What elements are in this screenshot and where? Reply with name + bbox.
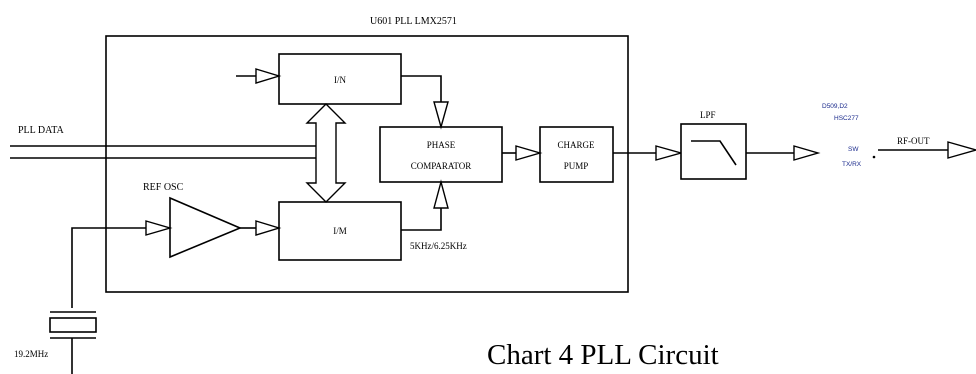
crystal-to-osc-arrow xyxy=(145,220,173,236)
m-to-comparator-arrow xyxy=(433,179,449,209)
rf-out-label: RF-OUT xyxy=(897,136,930,146)
divider-n-label: I/N xyxy=(334,75,346,85)
switch-contact-dot xyxy=(872,155,876,159)
lpf-to-switch-arrow xyxy=(793,145,821,161)
lpf-response-icon xyxy=(691,140,737,166)
pll-data-label: PLL DATA xyxy=(18,125,65,136)
n-to-comparator-line xyxy=(401,75,442,102)
lpf-label: LPF xyxy=(700,110,716,120)
chart-caption: Chart 4 PLL Circuit xyxy=(487,339,719,371)
switch-part-label-1: D509,D2 xyxy=(822,103,848,110)
lpf-block xyxy=(680,123,747,180)
pump-to-lpf-arrow xyxy=(655,145,684,161)
switch-part-label-2: HSC277 xyxy=(834,115,859,122)
m-to-comparator-line xyxy=(401,208,442,231)
charge-pump-label-2: PUMP xyxy=(564,161,589,171)
divider-m-block xyxy=(278,201,402,261)
crystal-freq-label: 19.2MHz xyxy=(14,349,48,359)
osc-to-m-arrow xyxy=(255,220,282,236)
switch-txrx-label: TX/RX xyxy=(842,161,862,168)
charge-pump-block xyxy=(539,126,614,183)
comparator-to-pump-arrow xyxy=(515,145,543,161)
charge-pump-label-1: CHARGE xyxy=(557,140,595,150)
crystal-to-osc-line xyxy=(71,227,146,308)
rf-out-arrow xyxy=(947,141,976,159)
switch-sw-label: SW xyxy=(848,146,859,153)
crystal-body xyxy=(49,317,97,333)
phase-comparator-label-2: COMPARATOR xyxy=(411,161,472,171)
phase-comparator-label-1: PHASE xyxy=(427,140,456,150)
divider-n-input-arrow xyxy=(255,68,282,84)
divider-n-block xyxy=(278,53,402,105)
divider-m-label: I/M xyxy=(333,226,347,236)
n-to-comparator-arrow xyxy=(433,101,449,130)
phase-comparator-block xyxy=(379,126,503,183)
data-bus-arrow xyxy=(305,103,347,203)
ref-osc-label: REF OSC xyxy=(143,182,184,193)
chip-label: U601 PLL LMX2571 xyxy=(370,16,457,27)
freq-step-label: 5KHz/6.25KHz xyxy=(410,241,467,251)
